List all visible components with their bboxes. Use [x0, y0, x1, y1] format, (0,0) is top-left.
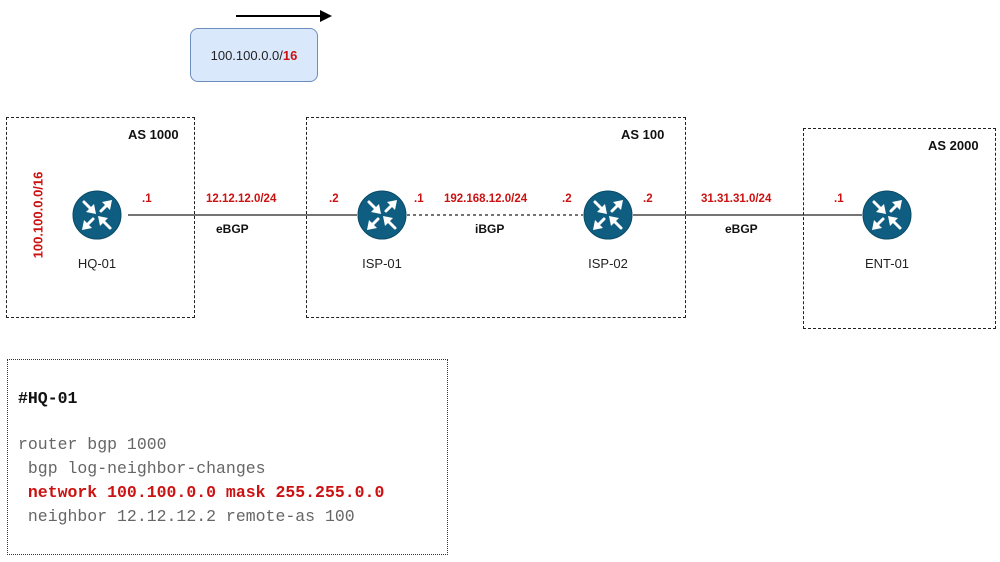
- as-100-label: AS 100: [621, 127, 665, 142]
- isp02-right-ip: .2: [643, 193, 653, 205]
- router-ent-01-icon: [862, 190, 912, 240]
- as-2000-box: [803, 128, 996, 329]
- link3-subnet: 31.31.31.0/24: [701, 193, 772, 205]
- isp01-left-ip: .2: [329, 193, 339, 205]
- hq-interface-ip: .1: [142, 193, 152, 205]
- config-line-neighbor: neighbor 12.12.12.2 remote-as 100: [18, 507, 355, 526]
- router-ent-01-label: ENT-01: [864, 256, 910, 271]
- router-isp-01-label: ISP-01: [362, 256, 402, 271]
- config-line-router-bgp: router bgp 1000: [18, 435, 167, 454]
- link1-type: eBGP: [216, 222, 249, 236]
- as-2000-label: AS 2000: [928, 138, 979, 153]
- link2-subnet: 192.168.12.0/24: [444, 193, 528, 205]
- as-100-box: [306, 117, 686, 318]
- as-1000-box: [6, 117, 195, 318]
- prefix-mask: 16: [282, 47, 298, 63]
- router-isp-01-icon: [357, 190, 407, 240]
- as-1000-label: AS 1000: [128, 127, 179, 142]
- config-line-network: network 100.100.0.0 mask 255.255.0.0: [18, 483, 385, 502]
- isp01-right-ip: .1: [414, 193, 424, 205]
- isp02-left-ip: .2: [562, 193, 572, 205]
- router-hq-01-icon: [72, 190, 122, 240]
- prefix-network: 100.100.0.0/: [210, 47, 283, 63]
- router-isp-02-label: ISP-02: [588, 256, 628, 271]
- link1-subnet: 12.12.12.0/24: [206, 193, 277, 205]
- advertised-prefix-box: 100.100.0.0/16: [190, 28, 318, 82]
- link2-type: iBGP: [475, 222, 505, 236]
- link3-type: eBGP: [725, 222, 758, 236]
- config-line-log-neighbor: bgp log-neighbor-changes: [18, 459, 266, 478]
- router-hq-01-label: HQ-01: [77, 256, 117, 271]
- router-isp-02-icon: [583, 190, 633, 240]
- config-title: #HQ-01: [18, 389, 78, 408]
- direction-arrow: [236, 10, 332, 22]
- hq-config-box: #HQ-01 router bgp 1000 bgp log-neighbor-…: [7, 359, 448, 555]
- ent01-ip: .1: [834, 193, 844, 205]
